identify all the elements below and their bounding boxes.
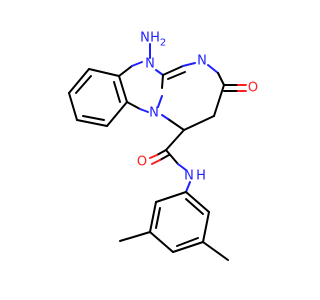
amide-hydrogen-label: H bbox=[196, 169, 206, 184]
ketone-oxygen-label: O bbox=[248, 81, 258, 96]
amide-nitrogen-label: N bbox=[184, 169, 194, 184]
benzene-ring bbox=[68, 68, 128, 127]
imidazole-nitrogen-label: N bbox=[145, 57, 155, 72]
imidazole-ring bbox=[118, 61, 164, 113]
amino-hydrogen-label: H bbox=[150, 31, 160, 46]
amino-nitrogen-label: N bbox=[140, 31, 150, 46]
amide-oxygen-label: O bbox=[137, 155, 147, 170]
ketone-bond bbox=[223, 84, 247, 92]
dimethylphenyl-ring bbox=[119, 191, 229, 261]
pyrimidine-nitrogen-label: N bbox=[197, 54, 207, 69]
carboxamide-bonds bbox=[149, 129, 191, 193]
molecule-diagram: N H 2 N N N O O N H bbox=[68, 31, 258, 261]
amino-subscript-label: 2 bbox=[160, 38, 166, 49]
pyrimidinone-ring bbox=[161, 62, 225, 131]
fused-nitrogen-label: N bbox=[149, 106, 159, 121]
